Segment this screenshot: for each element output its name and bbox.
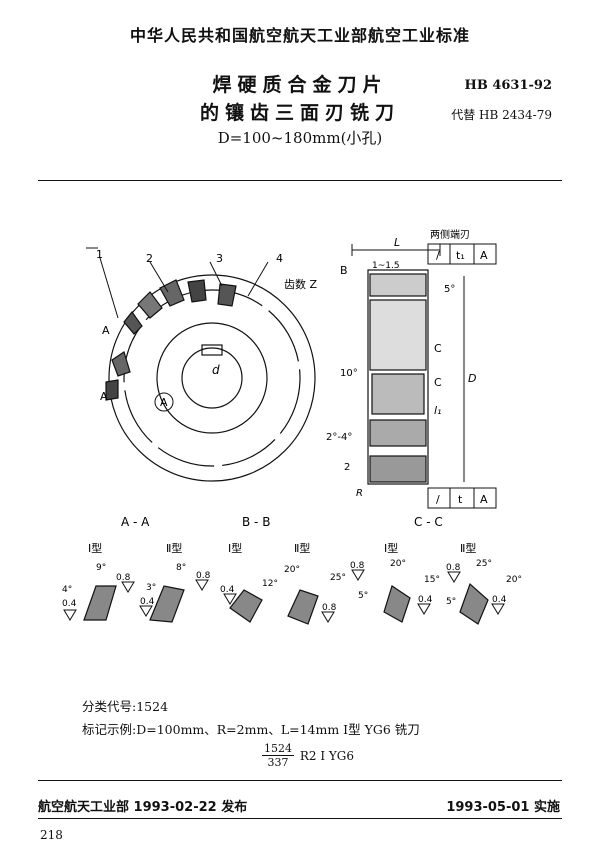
angle-4: 4°: [62, 585, 72, 595]
type-label-6: Ⅱ型: [460, 541, 476, 555]
marking-fraction: 1524 337: [262, 742, 294, 769]
footer-rule-2: [38, 818, 562, 819]
detail-a-circle: [154, 392, 174, 412]
roughness-10: 0.4: [492, 595, 507, 605]
fraction-numerator: 1524: [262, 742, 294, 756]
roughness-9: 0.8: [446, 563, 461, 573]
label-2: 2: [344, 462, 350, 473]
label-a-bottom: A: [100, 390, 108, 403]
callout-1: 1: [96, 248, 103, 261]
marking-suffix: R2 Ⅰ YG6: [299, 748, 355, 763]
roughness-7: 0.8: [350, 561, 365, 571]
page-number: 218: [40, 828, 63, 842]
angle-5b: 5°: [446, 597, 456, 607]
side-note: 两侧端刃: [430, 228, 470, 241]
angle-5a: 5°: [358, 591, 368, 601]
angle-25b: 25°: [476, 559, 492, 569]
tol-top-3: A: [480, 249, 488, 262]
callout-4: 4: [276, 252, 283, 265]
roughness-3: 0.8: [196, 571, 211, 581]
label-B: B: [340, 264, 348, 277]
callout-3: 3: [216, 252, 223, 265]
standard-code: HB 4631-92: [464, 78, 552, 93]
section-aa-title: A - A: [121, 515, 150, 529]
fraction-denominator: 337: [267, 756, 289, 769]
type-label-1: Ⅰ型: [88, 541, 102, 555]
teeth-label: 齿数 Z: [284, 278, 317, 291]
angle-8: 8°: [176, 563, 186, 573]
replaces-standard: 代替 HB 2434-79: [451, 108, 552, 122]
tol-bottom-1: /: [436, 493, 440, 506]
marking-example: 标记示例:D=100mm、R=2mm、L=14mm Ⅰ型 YG6 铣刀: [82, 722, 420, 737]
organization-title: 中华人民共和国航空航天工业部航空工业标准: [129, 26, 470, 45]
angle-20a: 20°: [284, 565, 300, 575]
roughness-5: 0.4: [220, 585, 235, 595]
label-l1: l₁: [434, 404, 441, 417]
effective-date: 1993-05-01 实施: [446, 800, 560, 815]
label-R: R: [356, 488, 363, 499]
section-bb-title: B - B: [242, 515, 270, 529]
roughness-2: 0.4: [62, 599, 77, 609]
roughness-8: 0.4: [418, 595, 433, 605]
angle-9: 9°: [96, 563, 106, 573]
type-label-2: Ⅱ型: [166, 541, 182, 555]
section-profiles: [63, 569, 505, 625]
label-a-top: A: [102, 324, 110, 337]
label-a-detail: A: [160, 396, 168, 409]
roughness-6: 0.8: [322, 603, 337, 613]
front-view: [86, 247, 316, 482]
tol-top-2: t₁: [456, 249, 465, 262]
angle-3: 3°: [146, 583, 156, 593]
label-C-2: C: [434, 376, 442, 389]
type-label-4: Ⅱ型: [294, 541, 310, 555]
type-label-3: Ⅰ型: [228, 541, 242, 555]
angle-20c: 20°: [506, 575, 522, 585]
angle-20b: 20°: [390, 559, 406, 569]
label-d: d: [212, 363, 220, 377]
tol-bottom-2: t: [458, 493, 463, 506]
angle-12: 12°: [262, 579, 278, 589]
label-L: L: [394, 236, 400, 249]
label-C-1: C: [434, 342, 442, 355]
title-line-2: 的镶齿三面刃铣刀: [199, 102, 400, 124]
angle-15: 15°: [424, 575, 440, 585]
label-D: D: [468, 372, 476, 385]
label-2-4deg: 2°-4°: [326, 432, 352, 443]
label-5deg: 5°: [444, 284, 455, 295]
callout-2: 2: [146, 252, 153, 265]
issue-date: 航空航天工业部 1993-02-22 发布: [38, 800, 248, 815]
footer-rule: [38, 780, 562, 781]
title-line-3: D=100~180mm(小孔): [217, 129, 383, 147]
marking-formula: 1524 337 R2 Ⅰ YG6: [262, 742, 354, 769]
title-line-1: 焊硬质合金刀片: [212, 74, 388, 96]
tol-top-1: /: [436, 249, 440, 262]
section-cc-title: C - C: [414, 515, 443, 529]
label-1-1.5: 1~1.5: [372, 261, 400, 271]
type-label-5: Ⅰ型: [384, 541, 398, 555]
header-rule: [38, 180, 562, 181]
side-view: [351, 243, 497, 509]
classification-code: 分类代号:1524: [82, 699, 169, 714]
cutter-drawing: 1 2 3 4 齿数 Z d A A A 两侧端刃 / t₁ A / t A L…: [62, 228, 522, 625]
angle-25a: 25°: [330, 573, 346, 583]
roughness-1: 0.8: [116, 573, 131, 583]
label-10deg: 10°: [340, 368, 358, 379]
roughness-4: 0.4: [140, 597, 155, 607]
tol-bottom-3: A: [480, 493, 488, 506]
